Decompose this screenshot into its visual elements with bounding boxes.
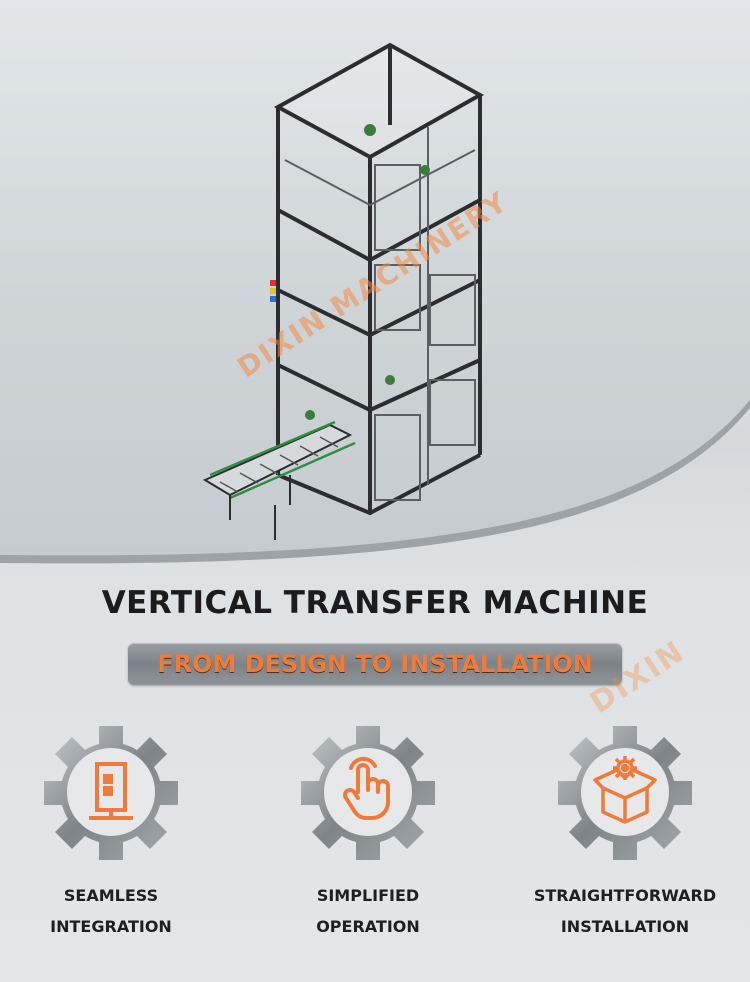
feature-simplified-operation: SIMPLIFIED OPERATION	[248, 722, 488, 942]
subtitle-banner: FROM DESIGN TO INSTALLATION	[128, 643, 622, 685]
touch-hand-icon	[343, 756, 390, 820]
vertical-transfer-machine-illustration	[202, 42, 485, 540]
feature-label-line1: SEAMLESS	[63, 886, 159, 905]
feature-straightforward-installation: STRAIGHTFORWARD INSTALLATION	[505, 722, 745, 942]
gear-badge	[44, 726, 178, 860]
page-title: VERTICAL TRANSFER MACHINE	[101, 585, 649, 621]
feature-label-line1: SIMPLIFIED	[316, 886, 420, 905]
subtitle: FROM DESIGN TO INSTALLATION	[157, 650, 593, 678]
cabinet-icon	[89, 762, 133, 820]
feature-label-line2: INTEGRATION	[50, 917, 172, 936]
feature-seamless-integration: SEAMLESS INTEGRATION	[0, 722, 231, 942]
box-gear-icon	[593, 756, 657, 824]
gear-badge	[301, 726, 435, 860]
feature-label-line2: OPERATION	[316, 917, 420, 936]
feature-label-line2: INSTALLATION	[560, 917, 690, 936]
gear-badge	[558, 726, 692, 860]
feature-label-line1: STRAIGHTFORWARD	[533, 886, 717, 905]
